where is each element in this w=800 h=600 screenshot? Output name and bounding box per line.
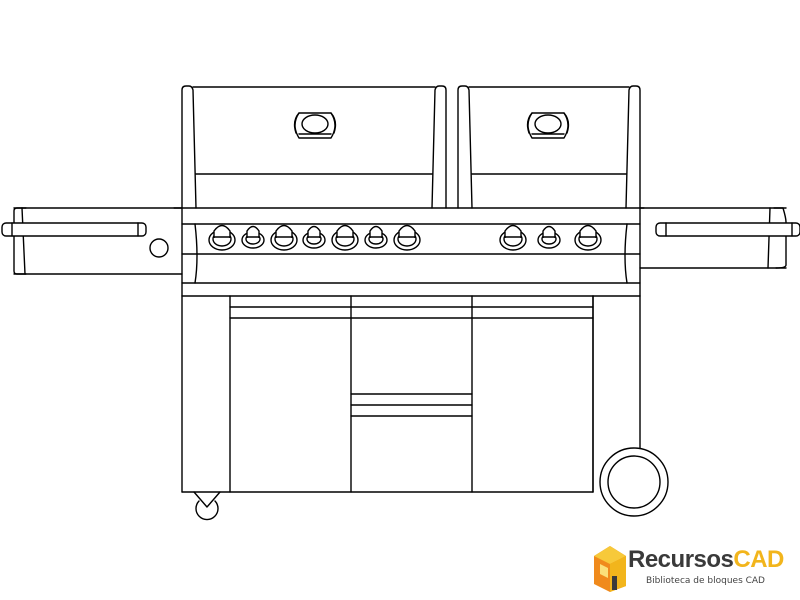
burner-knob-icon [393,224,421,251]
shelf-handle [655,222,800,237]
left-shelf [1,207,183,275]
burner-knob-icon [499,224,527,251]
shelf-handle [1,222,147,237]
brand-name: RecursosCAD [628,546,784,574]
swivel-caster-icon [195,500,219,521]
cube-logo-icon [594,546,626,592]
panel-left-curve [194,223,198,284]
casters [193,447,669,521]
panel-right-curve [624,223,628,284]
brand-name-part1: Recursos [628,546,734,573]
burner-knobs [208,224,602,251]
lid-handle-icon [293,112,337,139]
lid-right-post [431,85,447,209]
control-panel [173,207,645,297]
burner-knob-icon [331,224,359,251]
burner-knob-icon [302,225,326,249]
cabinet-door [229,295,352,493]
lid-left-post [457,85,473,209]
brand-tagline: Biblioteca de bloques CAD [646,576,765,586]
grill-lids [181,85,641,209]
burner-knob-icon [270,224,298,251]
lid-handle-icon [526,112,570,139]
left-lid [181,85,447,209]
burner-knob-icon [537,225,561,249]
wheel-outer-icon [599,447,669,517]
side-shelves [1,207,800,275]
right-lid [457,85,641,209]
lid-right-post [625,85,641,209]
wheel-inner-icon [607,455,661,509]
side-burner-ring-icon [149,238,169,258]
right-shelf [639,207,800,269]
recursoscad-watermark: RecursosCAD Biblioteca de bloques CAD [590,540,800,596]
burner-knob-icon [364,225,388,249]
cabinet [181,295,641,493]
cabinet-door [471,295,594,493]
burner-knob-icon [241,225,265,249]
lid-left-post [181,85,197,209]
burner-knob-icon [208,224,236,251]
burner-knob-icon [574,224,602,251]
caster-fork [193,491,221,508]
brand-name-part2: CAD [733,546,784,573]
